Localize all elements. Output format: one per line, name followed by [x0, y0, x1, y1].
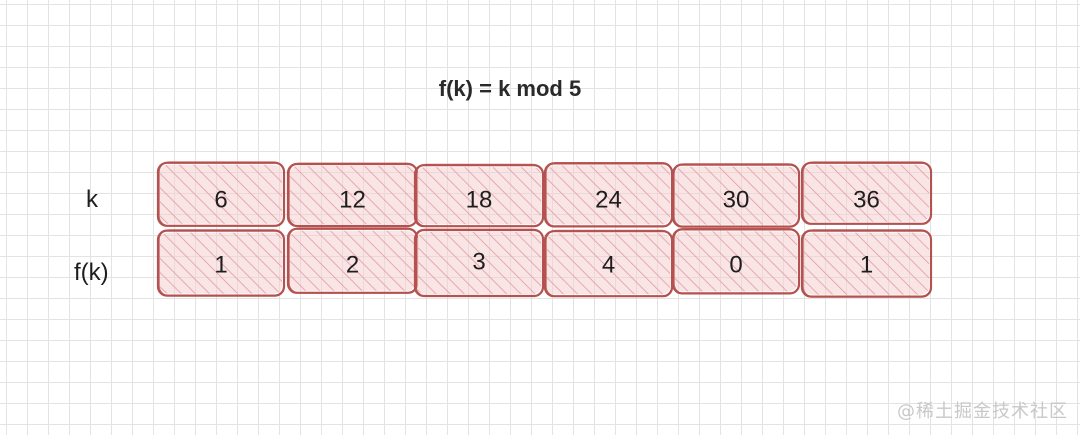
key-cell-4-value: 24	[595, 186, 622, 213]
key-cell-6-value: 36	[853, 186, 880, 213]
hash-cell-6: 1	[800, 229, 933, 298]
watermark: @稀土掘金技术社区	[897, 401, 1068, 422]
hash-cell-3: 3	[413, 228, 545, 298]
key-cell-5-value: 30	[723, 186, 750, 213]
hash-cell-1-value: 1	[214, 251, 227, 278]
hash-cell-1: 1	[156, 229, 286, 297]
key-cell-2-value: 12	[339, 186, 366, 213]
hash-cell-3-value: 3	[472, 248, 485, 275]
key-cell-5: 30	[671, 163, 801, 228]
diagram-title: f(k) = k mod 5	[438, 76, 582, 101]
key-cell-3: 18	[413, 163, 545, 228]
hash-cell-2-value: 2	[346, 251, 359, 278]
hash-cell-5: 0	[671, 228, 801, 295]
key-cell-2: 12	[286, 162, 419, 228]
key-cell-4: 24	[543, 162, 674, 228]
hash-cell-4-value: 4	[602, 251, 615, 278]
hash-cell-6-value: 1	[860, 251, 873, 278]
key-cell-3-value: 18	[466, 186, 493, 213]
row-label-fk: f(k)	[74, 259, 109, 286]
hash-cell-2: 2	[286, 227, 419, 294]
key-cell-1-value: 6	[214, 186, 227, 213]
hash-row: 1 2 3 4 0 1	[156, 227, 933, 298]
key-row: 6 12 18 24 30 36	[156, 161, 933, 228]
row-label-k: k	[86, 186, 98, 213]
key-cell-6: 36	[800, 161, 933, 225]
hash-cell-4: 4	[543, 229, 674, 298]
hash-cell-5-value: 0	[729, 251, 742, 278]
key-cell-1: 6	[156, 161, 286, 227]
